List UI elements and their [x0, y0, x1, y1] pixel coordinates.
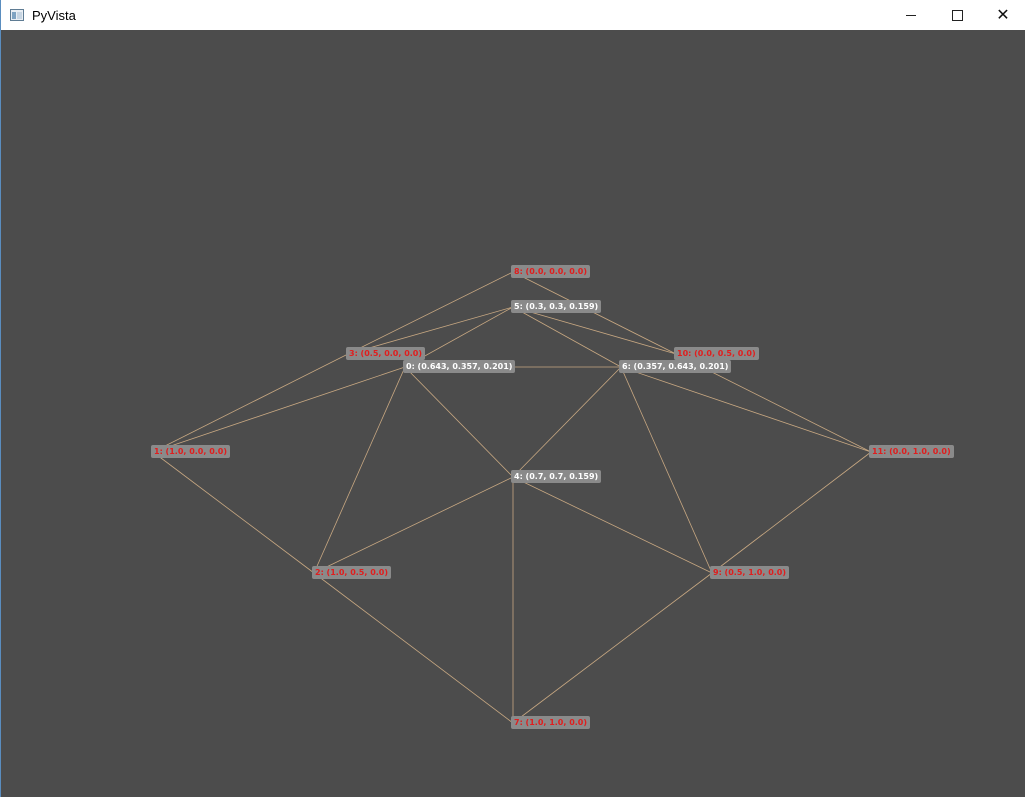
minimize-button[interactable]	[888, 0, 934, 30]
mesh-edge	[152, 366, 406, 453]
mesh-edge	[512, 476, 713, 574]
point-label-8: 8: (0.0, 0.0, 0.0)	[511, 265, 591, 278]
mesh-edge	[152, 353, 349, 453]
mesh-edge	[313, 366, 406, 574]
mesh-edge	[313, 476, 514, 574]
mesh-edges	[152, 271, 872, 724]
mesh-edge	[512, 572, 713, 724]
minimize-icon	[906, 14, 916, 16]
mesh-edge	[347, 306, 514, 355]
window-title: PyVista	[32, 7, 76, 23]
background-window-strip	[1025, 0, 1028, 797]
mesh-edge	[512, 366, 622, 478]
point-label-7: 7: (1.0, 1.0, 0.0)	[511, 716, 591, 729]
point-label-1: 1: (1.0, 0.0, 0.0)	[151, 445, 231, 458]
mesh-edge	[404, 366, 514, 478]
render-viewport[interactable]: 0: (0.643, 0.357, 0.201) 1: (1.0, 0.0, 0.…	[1, 30, 1026, 797]
mesh-edge	[512, 306, 677, 355]
app-window-icon	[10, 9, 24, 21]
mesh-edge	[152, 451, 315, 574]
point-label-2: 2: (1.0, 0.5, 0.0)	[312, 566, 392, 579]
mesh-edge	[620, 366, 872, 453]
mesh-edge	[512, 271, 677, 355]
point-label-3: 3: (0.5, 0.0, 0.0)	[346, 347, 426, 360]
window-controls: ✕	[888, 0, 1026, 30]
close-icon: ✕	[996, 5, 1010, 24]
close-button[interactable]: ✕	[980, 0, 1026, 30]
point-label-6: 6: (0.357, 0.643, 0.201)	[619, 360, 732, 373]
maximize-icon	[951, 9, 963, 21]
mesh-edge	[313, 572, 514, 724]
title-bar[interactable]: PyVista ✕	[1, 0, 1026, 30]
point-label-5: 5: (0.3, 0.3, 0.159)	[511, 300, 602, 313]
point-label-10: 10: (0.0, 0.5, 0.0)	[674, 347, 759, 360]
maximize-button[interactable]	[934, 0, 980, 30]
point-label-9: 9: (0.5, 1.0, 0.0)	[710, 566, 790, 579]
mesh-edge	[620, 366, 713, 574]
point-label-0: 0: (0.643, 0.357, 0.201)	[403, 360, 516, 373]
mesh-edge	[347, 271, 514, 355]
point-label-11: 11: (0.0, 1.0, 0.0)	[869, 445, 954, 458]
point-label-4: 4: (0.7, 0.7, 0.159)	[511, 470, 602, 483]
mesh-edge	[512, 306, 622, 368]
mesh-edge	[711, 451, 872, 574]
